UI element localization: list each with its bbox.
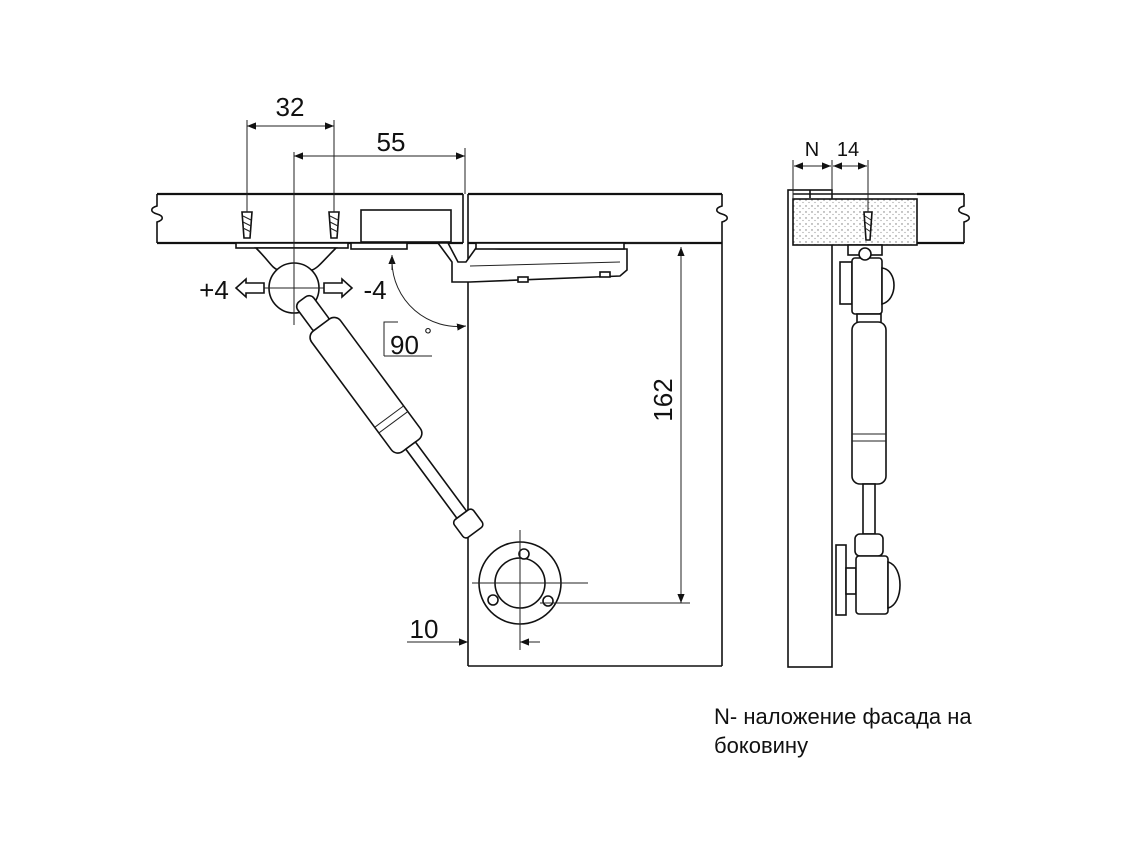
dimension-32: 32	[246, 92, 335, 212]
arrow-left-adjust	[234, 277, 265, 299]
gas-spring	[295, 294, 484, 539]
screw-right	[328, 211, 340, 239]
damper-block	[360, 209, 452, 243]
front-view: 32 55 +4 -4 90 ° 162	[150, 92, 729, 667]
note-line-1: N- наложение фасада на	[714, 704, 972, 729]
side-panel	[787, 189, 833, 668]
overlay-note: N- наложение фасада на боковину	[714, 702, 1034, 760]
dim-14-label: 14	[837, 139, 859, 161]
angle-90: 90 °	[383, 255, 467, 360]
arrow-right-adjust	[323, 277, 354, 299]
side-lower-bracket	[835, 544, 901, 616]
bottom-pivot	[472, 530, 588, 640]
dim-n-label: N	[805, 139, 819, 161]
dim-10-label: 10	[410, 614, 439, 644]
side-screw	[863, 211, 873, 241]
angle-unit: °	[424, 325, 432, 347]
plus-4-label: +4	[199, 275, 229, 305]
door-hinge-arm	[436, 242, 628, 283]
angle-label: 90	[390, 330, 419, 360]
side-gas-spring	[851, 313, 887, 557]
side-upper-bracket	[839, 247, 895, 315]
door-panel	[467, 243, 723, 667]
minus-4-label: -4	[363, 275, 386, 305]
dimension-n-14: N 14	[792, 139, 869, 212]
side-view: N 14	[787, 139, 971, 668]
screw-left	[241, 211, 253, 239]
dimension-10: 10	[407, 614, 540, 650]
dim-55-label: 55	[377, 127, 406, 157]
dimension-55: 55	[294, 127, 466, 194]
note-line-2: боковину	[714, 733, 809, 758]
damper-plate	[350, 242, 408, 250]
dimension-162: 162	[540, 242, 690, 604]
dim-162-label: 162	[648, 378, 678, 421]
top-panel-section	[792, 192, 971, 246]
dim-32-label: 32	[276, 92, 305, 122]
